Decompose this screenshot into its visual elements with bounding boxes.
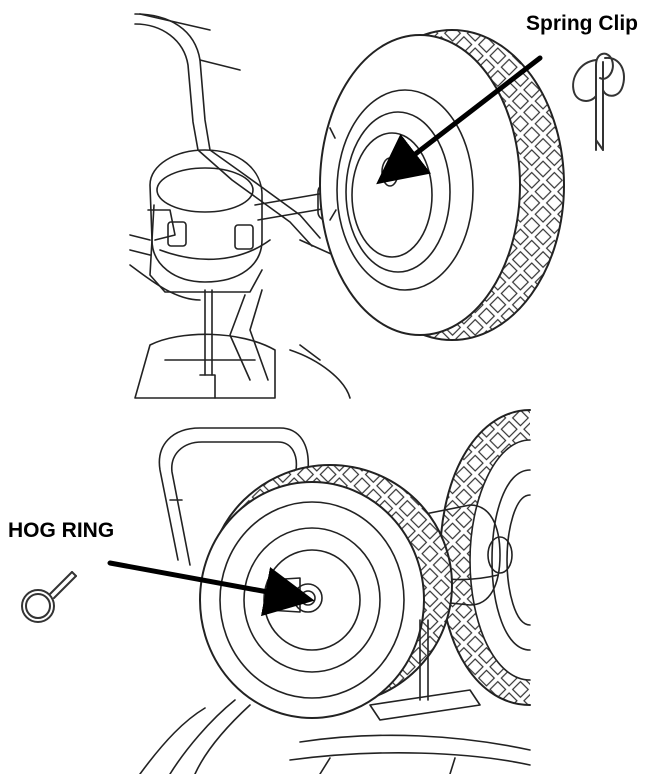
bottom-panel bbox=[21, 409, 531, 774]
top-motor-housing bbox=[147, 149, 271, 293]
bottom-handle bbox=[158, 427, 310, 566]
top-handle-frame bbox=[134, 13, 321, 247]
top-lower-frame bbox=[129, 234, 351, 399]
bottom-rear-wheel bbox=[439, 409, 531, 706]
top-panel bbox=[129, 13, 625, 399]
bottom-front-wheel bbox=[199, 464, 453, 719]
spring-clip-label: Spring Clip bbox=[526, 12, 638, 35]
spring-clip-arrow bbox=[376, 55, 543, 185]
spring-clip-icon bbox=[572, 52, 625, 151]
hog-ring-icon bbox=[21, 571, 77, 623]
bottom-lower-frame bbox=[139, 619, 531, 774]
hog-ring-label: HOG RING bbox=[8, 519, 115, 542]
top-wheel bbox=[319, 29, 565, 341]
hog-ring-arrow bbox=[107, 560, 315, 617]
